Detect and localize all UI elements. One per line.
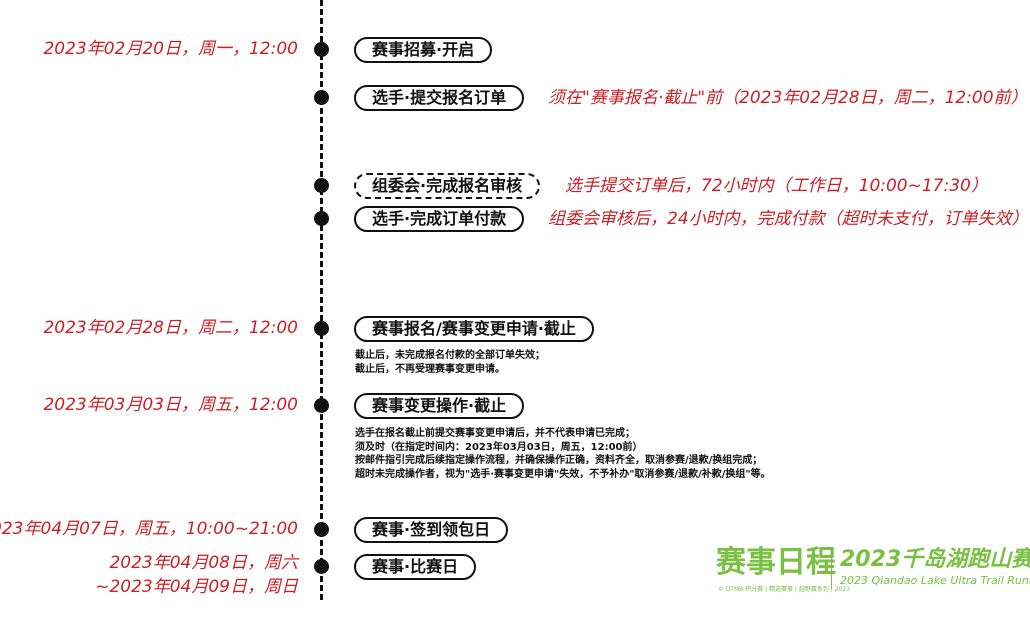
event-date-race-day-start: 2023年04月08日，周六 <box>109 553 298 573</box>
detail-line: 超时未完成操作者，视为"选手·赛事变更申请"失效，不予补办"取消参赛/退款/补款… <box>355 468 771 480</box>
brand-event-subtitle: 2023 Qiandao Lake Ultra Trail Running <box>840 574 1030 587</box>
event-details-registration-close: 截止后，未完成报名付款的全部订单失效； 截止后，不再受理赛事变更申请。 <box>355 349 545 376</box>
timeline-dot <box>314 211 329 226</box>
event-date-check-in: 2023年04月07日，周五，10:00~21:00 <box>0 519 298 539</box>
timeline-axis <box>320 0 323 600</box>
event-pill-registration-close: 赛事报名/赛事变更申请·截止 <box>354 316 594 342</box>
event-date-change-close: 2023年03月03日，周五，12:00 <box>43 395 298 415</box>
timeline-dot <box>314 522 329 537</box>
brand-tagline: © UTMB 积分赛 | 精选赛事 | 越野赛系列 | 2023 <box>718 586 850 593</box>
timeline-dot <box>314 42 329 57</box>
brand-main-title: 赛事日程 <box>716 545 836 580</box>
event-note-submit-order: 须在"赛事报名·截止"前（2023年02月28日，周二，12:00前） <box>548 88 1028 108</box>
event-note-committee-review: 选手提交订单后，72小时内（工作日，10:00~17:30） <box>565 176 988 196</box>
brand-block: 赛事日程 © UTMB 积分赛 | 精选赛事 | 越野赛系列 | 2023 20… <box>716 545 1030 595</box>
timeline-dot <box>314 178 329 193</box>
timeline-dot <box>314 90 329 105</box>
brand-event-title: 2023千岛湖跑山赛 <box>840 547 1030 572</box>
detail-line: 须及时（在指定时间内：2023年03月03日，周五，12:00前） <box>355 441 643 453</box>
event-pill-submit-order: 选手·提交报名订单 <box>354 85 525 111</box>
event-pill-committee-review: 组委会·完成报名审核 <box>354 173 541 199</box>
detail-line: 按邮件指引完成后续指定操作流程，并确保操作正确，资料齐全，取消参赛/退款/换组完… <box>355 455 763 466</box>
detail-line: 截止后，不再受理赛事变更申请。 <box>355 363 505 375</box>
detail-line: 截止后，未完成报名付款的全部订单失效； <box>355 350 545 361</box>
event-pill-registration-open: 赛事招募·开启 <box>354 37 493 63</box>
event-pill-complete-payment: 选手·完成订单付款 <box>354 206 525 232</box>
event-details-change-close: 选手在报名截止前提交赛事变更申请后，并不代表申请已完成； 须及时（在指定时间内：… <box>355 427 771 481</box>
event-date-registration-open: 2023年02月20日，周一，12:00 <box>43 39 298 59</box>
event-pill-check-in: 赛事·签到领包日 <box>354 517 509 543</box>
event-pill-race-day: 赛事·比赛日 <box>354 554 477 580</box>
event-date-race-day-end: ~2023年04月09日，周日 <box>95 577 298 597</box>
detail-line: 选手在报名截止前提交赛事变更申请后，并不代表申请已完成； <box>355 428 635 439</box>
event-note-complete-payment: 组委会审核后，24小时内，完成付款（超时未支付，订单失效） <box>548 209 1029 229</box>
timeline-dot <box>314 321 329 336</box>
event-date-registration-close: 2023年02月28日，周二，12:00 <box>43 318 298 338</box>
timeline-dot <box>314 398 329 413</box>
event-pill-change-close: 赛事变更操作·截止 <box>354 393 525 419</box>
timeline-dot <box>314 559 329 574</box>
brand-divider <box>831 549 832 589</box>
